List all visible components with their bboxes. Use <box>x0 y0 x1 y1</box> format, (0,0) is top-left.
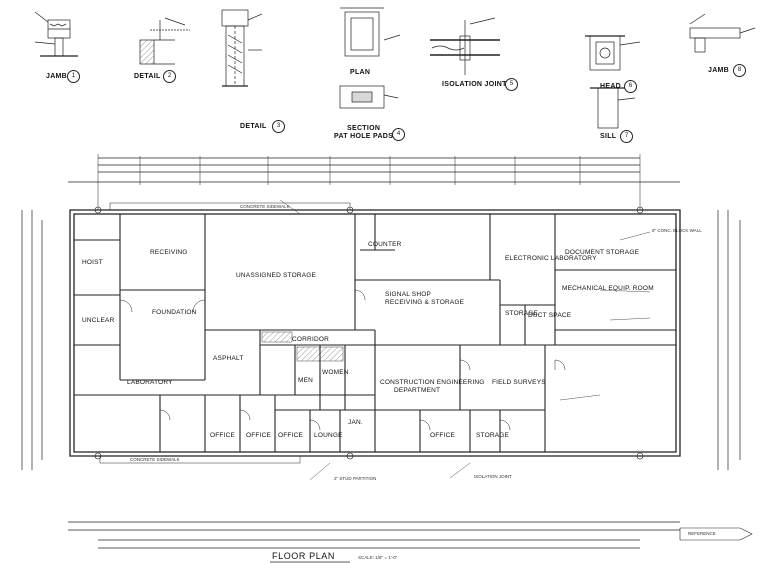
detail-6-number: 6 <box>624 80 637 93</box>
detail-1-number: 1 <box>67 70 80 83</box>
room-women: WOMEN <box>322 369 349 376</box>
note-isolation: ISOLATION JOINT <box>474 474 512 479</box>
room-janitor: JAN. <box>348 419 363 426</box>
detail-2-number: 2 <box>163 70 176 83</box>
room-electronic-laboratory: ELECTRONIC LABORATORY <box>505 255 597 262</box>
detail-1-title: JAMB <box>46 73 68 80</box>
room-storage: STORAGE <box>476 432 510 439</box>
room-storage-small: STORAGE <box>505 310 539 317</box>
floor-plan-scale: SCALE: 1/8" = 1'-0" <box>358 555 398 560</box>
reference-stamp: REFERENCE <box>688 531 716 536</box>
detail-plan-title: PLAN <box>350 69 371 76</box>
room-men: MEN <box>298 377 314 384</box>
detail-6-title: HEAD <box>600 83 622 90</box>
detail-5-isolation-joint <box>430 17 500 75</box>
room-corridor: CORRIDOR <box>292 336 329 343</box>
detail-5-title: ISOLATION JOINT <box>442 81 507 88</box>
room-department: DEPARTMENT <box>394 387 441 394</box>
room-office-4: OFFICE <box>430 432 456 439</box>
room-unassigned-storage: UNASSIGNED STORAGE <box>236 272 317 279</box>
room-hoist: HOIST <box>82 259 103 266</box>
room-office-3: OFFICE <box>278 432 304 439</box>
detail-3-number: 3 <box>272 120 285 133</box>
room-construction-engineering: CONSTRUCTION ENGINEERING <box>380 379 485 386</box>
detail-3 <box>221 9 263 87</box>
note-stud-partition: 2" STUD PARTITION <box>334 476 377 481</box>
detail-6-head <box>585 35 641 71</box>
room-mechanical-equip: MECHANICAL EQUIP. ROOM <box>562 285 654 292</box>
detail-4-number: 4 <box>392 128 405 141</box>
room-unclear: UNCLEAR <box>82 317 115 324</box>
detail-3-title: DETAIL <box>240 123 267 130</box>
detail-2 <box>139 17 190 65</box>
detail-8-jamb <box>689 13 756 53</box>
room-field-surveys: FIELD SURVEYS <box>492 379 546 386</box>
detail-8-title: JAMB <box>708 67 730 74</box>
detail-8-number: 8 <box>733 64 746 77</box>
detail-7-number: 7 <box>620 130 633 143</box>
detail-2-title: DETAIL <box>134 73 161 80</box>
room-asphalt: ASPHALT <box>213 355 244 362</box>
room-foundation: FOUNDATION <box>152 309 197 316</box>
room-signal-shop: SIGNAL SHOP <box>385 291 432 298</box>
detail-7-title: SILL <box>600 133 617 140</box>
room-office-2: OFFICE <box>246 432 272 439</box>
detail-5-number: 5 <box>505 78 518 91</box>
note-sidewalk-top: CONCRETE SIDEWALK <box>240 204 290 209</box>
room-lounge: LOUNGE <box>314 432 343 439</box>
note-block-wall: 8" CONC. BLOCK WALL <box>652 228 702 233</box>
detail-4-title: SECTION <box>347 125 381 132</box>
room-laboratory: LABORATORY <box>127 379 173 386</box>
detail-4-subtitle: PAT HOLE PADS <box>334 133 394 140</box>
detail-4-plan-section <box>339 7 401 109</box>
room-counter: COUNTER <box>368 241 402 248</box>
room-office-1: OFFICE <box>210 432 236 439</box>
room-document-storage: DOCUMENT STORAGE <box>565 249 640 256</box>
floor-plan-title: FLOOR PLAN <box>272 551 336 561</box>
note-sidewalk-bottom: CONCRETE SIDEWALK <box>130 457 180 462</box>
detail-7-sill <box>590 87 636 129</box>
room-receiving: RECEIVING <box>150 249 188 256</box>
room-duct-space: DUCT SPACE <box>528 312 572 319</box>
room-receiving-storage: RECEIVING & STORAGE <box>385 299 465 306</box>
detail-1-jamb <box>34 11 78 57</box>
